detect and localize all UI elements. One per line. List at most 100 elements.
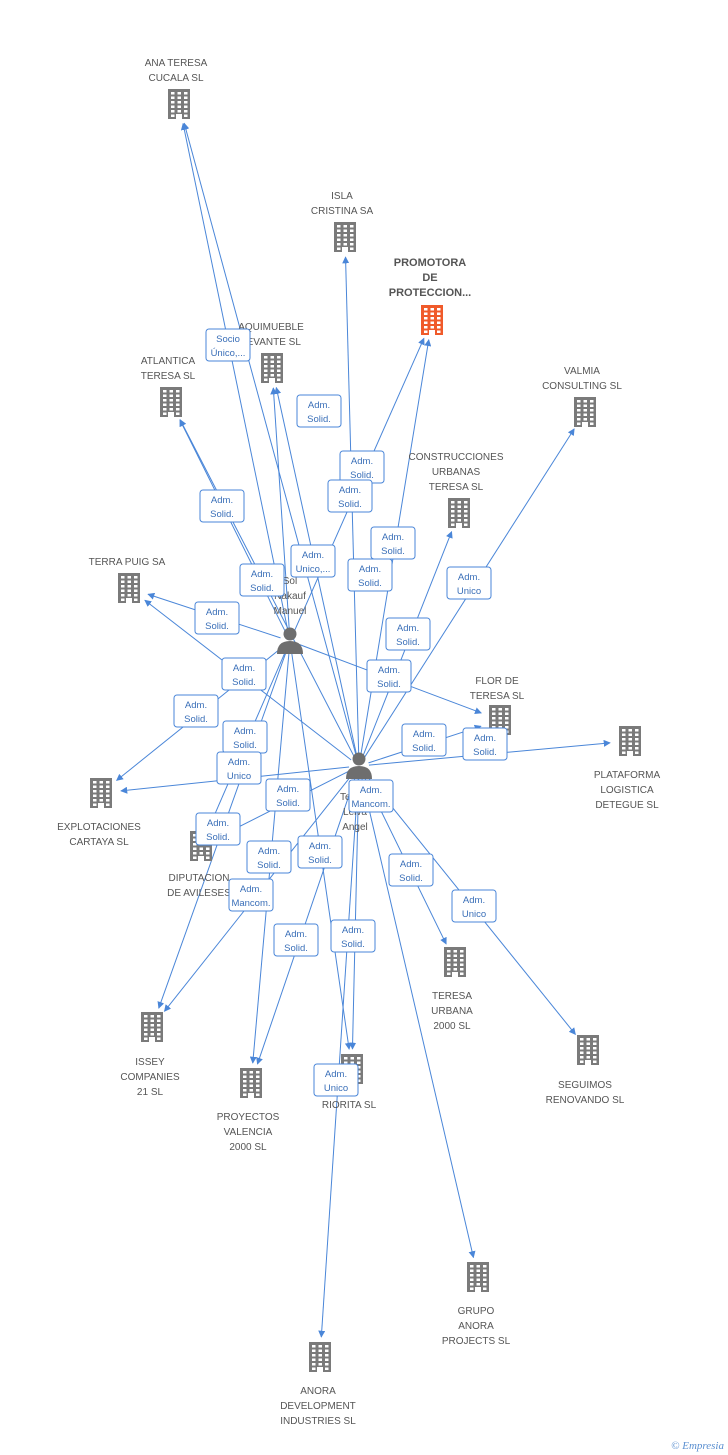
edge-role-label[interactable]: Adm.Unico [446,566,492,600]
edge-role-label[interactable]: Adm.Solid. [462,727,508,761]
edge-role-label[interactable]: Adm. Unico [216,751,262,785]
node-label: CONSTRUCCIONES [408,452,503,463]
edge-role-text: Adm. [359,564,381,575]
node-label: Sol [283,576,297,587]
node-label: AQUIMUEBLE [238,322,304,333]
edge-role-label[interactable]: Adm.Mancom. [228,878,274,912]
edge-role-text: Solid. [307,414,331,425]
node-label: GRUPO [458,1306,495,1317]
edge-role-label[interactable]: Adm.Mancom. [348,779,394,813]
edge-role-label[interactable]: Adm.Solid. [173,694,219,728]
edge-role-label[interactable]: Adm.Solid. [273,923,319,957]
edge-role-text: Adm. [400,859,422,870]
edge-role-label[interactable]: Adm.Solid. [246,840,292,874]
edge-role-text: Adm. [207,818,229,829]
edge-role-text: Solid. [412,743,436,754]
edge-role-text: Adm. [342,925,364,936]
edge-role-label[interactable]: Adm.Unico [451,889,497,923]
building-icon [309,1342,331,1372]
edge-role-label[interactable]: Adm.Solid. [339,450,385,484]
edge-role-label[interactable]: Adm.Solid. [296,394,342,428]
edge-person1-ana_teresa [180,122,289,632]
edge-role-text: Unico [324,1083,348,1094]
edge-role-text: Unico [462,909,486,920]
edge-role-label[interactable]: Adm.Solid. [297,835,343,869]
edge-person2-ana_teresa [182,122,357,757]
node-label: FLOR DE [475,676,519,687]
edge-role-label[interactable]: Adm.Solid. [199,489,245,523]
edge-role-label[interactable]: Adm.Solid. [265,778,311,812]
footer-brand[interactable]: © Empresia [671,1440,724,1452]
node-label: 2000 SL [433,1021,471,1032]
edge-role-label[interactable]: Adm.Solid. [221,657,267,691]
edge-person2-proyectos [256,775,357,1065]
edge-role-label[interactable]: Adm.Solid. [347,558,393,592]
building-icon [90,778,112,808]
node-label: RIORITA SL [322,1100,377,1111]
node-label: ANA TERESA [145,58,208,69]
edge-role-text: Unico [227,771,251,782]
edge-role-label[interactable]: Adm.Solid. [194,601,240,635]
edge-role-label[interactable]: Adm.Unico [313,1063,359,1097]
brand-name: Empresia [682,1440,724,1452]
edge-role-label[interactable]: Adm.Unico,... [290,544,336,578]
edge-role-label[interactable]: Adm.Solid. [222,720,268,754]
edge-role-label[interactable]: SocioÚnico,... [205,328,251,362]
node-flor[interactable]: FLOR DE TERESA SL [470,676,525,735]
edge-role-label[interactable]: Adm.Solid. [401,723,447,757]
node-label: ISLA [331,191,353,202]
edge-role-text: Solid. [205,621,229,632]
node-label: 21 SL [137,1087,164,1098]
building-icon [261,353,283,383]
edge-role-label[interactable]: Adm.Solid. [239,563,285,597]
edge-person2-grupo_anora [360,775,476,1259]
node-label: DE AVILESES [167,888,231,899]
node-label: EXPLOTACIONES [57,822,141,833]
edge-role-label[interactable]: Adm.Solid. [330,919,376,953]
node-promotora[interactable]: PROMOTORADEPROTECCION... [389,257,472,335]
building-icon [467,1262,489,1292]
edge-role-text: Solid. [184,714,208,725]
edge-role-text: Adm. [234,726,256,737]
edges-layer [116,122,611,1338]
edge-person2-riorita [349,775,360,1050]
edge-role-text: Adm. [458,572,480,583]
edge-role-label[interactable]: Adm.Solid. [327,479,373,513]
node-label: TERESA SL [470,691,525,702]
edge-role-text: Adm. [228,757,250,768]
node-label: PROMOTORA [394,257,467,269]
edge-role-text: Solid. [399,873,423,884]
node-terra_puig[interactable]: TERRA PUIG SA [89,557,166,603]
edge-role-label[interactable]: Adm.Solid. [366,659,412,693]
edge-role-label[interactable]: Adm.Solid. [385,617,431,651]
node-explotaciones[interactable]: EXPLOTACIONES CARTAYA SL [57,778,141,848]
edge-role-text: Adm. [211,495,233,506]
edge-role-text: Adm. [378,665,400,676]
edge-role-text: Solid. [250,583,274,594]
edge-role-label[interactable]: Adm. Solid. [388,853,434,887]
node-label: CARTAYA SL [69,837,129,848]
edge-role-text: Mancom. [351,799,390,810]
edge-role-text: Adm. [474,733,496,744]
edge-role-text: Solid. [396,637,420,648]
edge-role-text: Adm. [302,550,324,561]
edge-role-label[interactable]: Adm.Solid. [195,812,241,846]
node-label: RENOVANDO SL [546,1095,625,1106]
edge-role-label[interactable]: Adm.Solid. [370,526,416,560]
edge-role-text: Adm. [339,485,361,496]
